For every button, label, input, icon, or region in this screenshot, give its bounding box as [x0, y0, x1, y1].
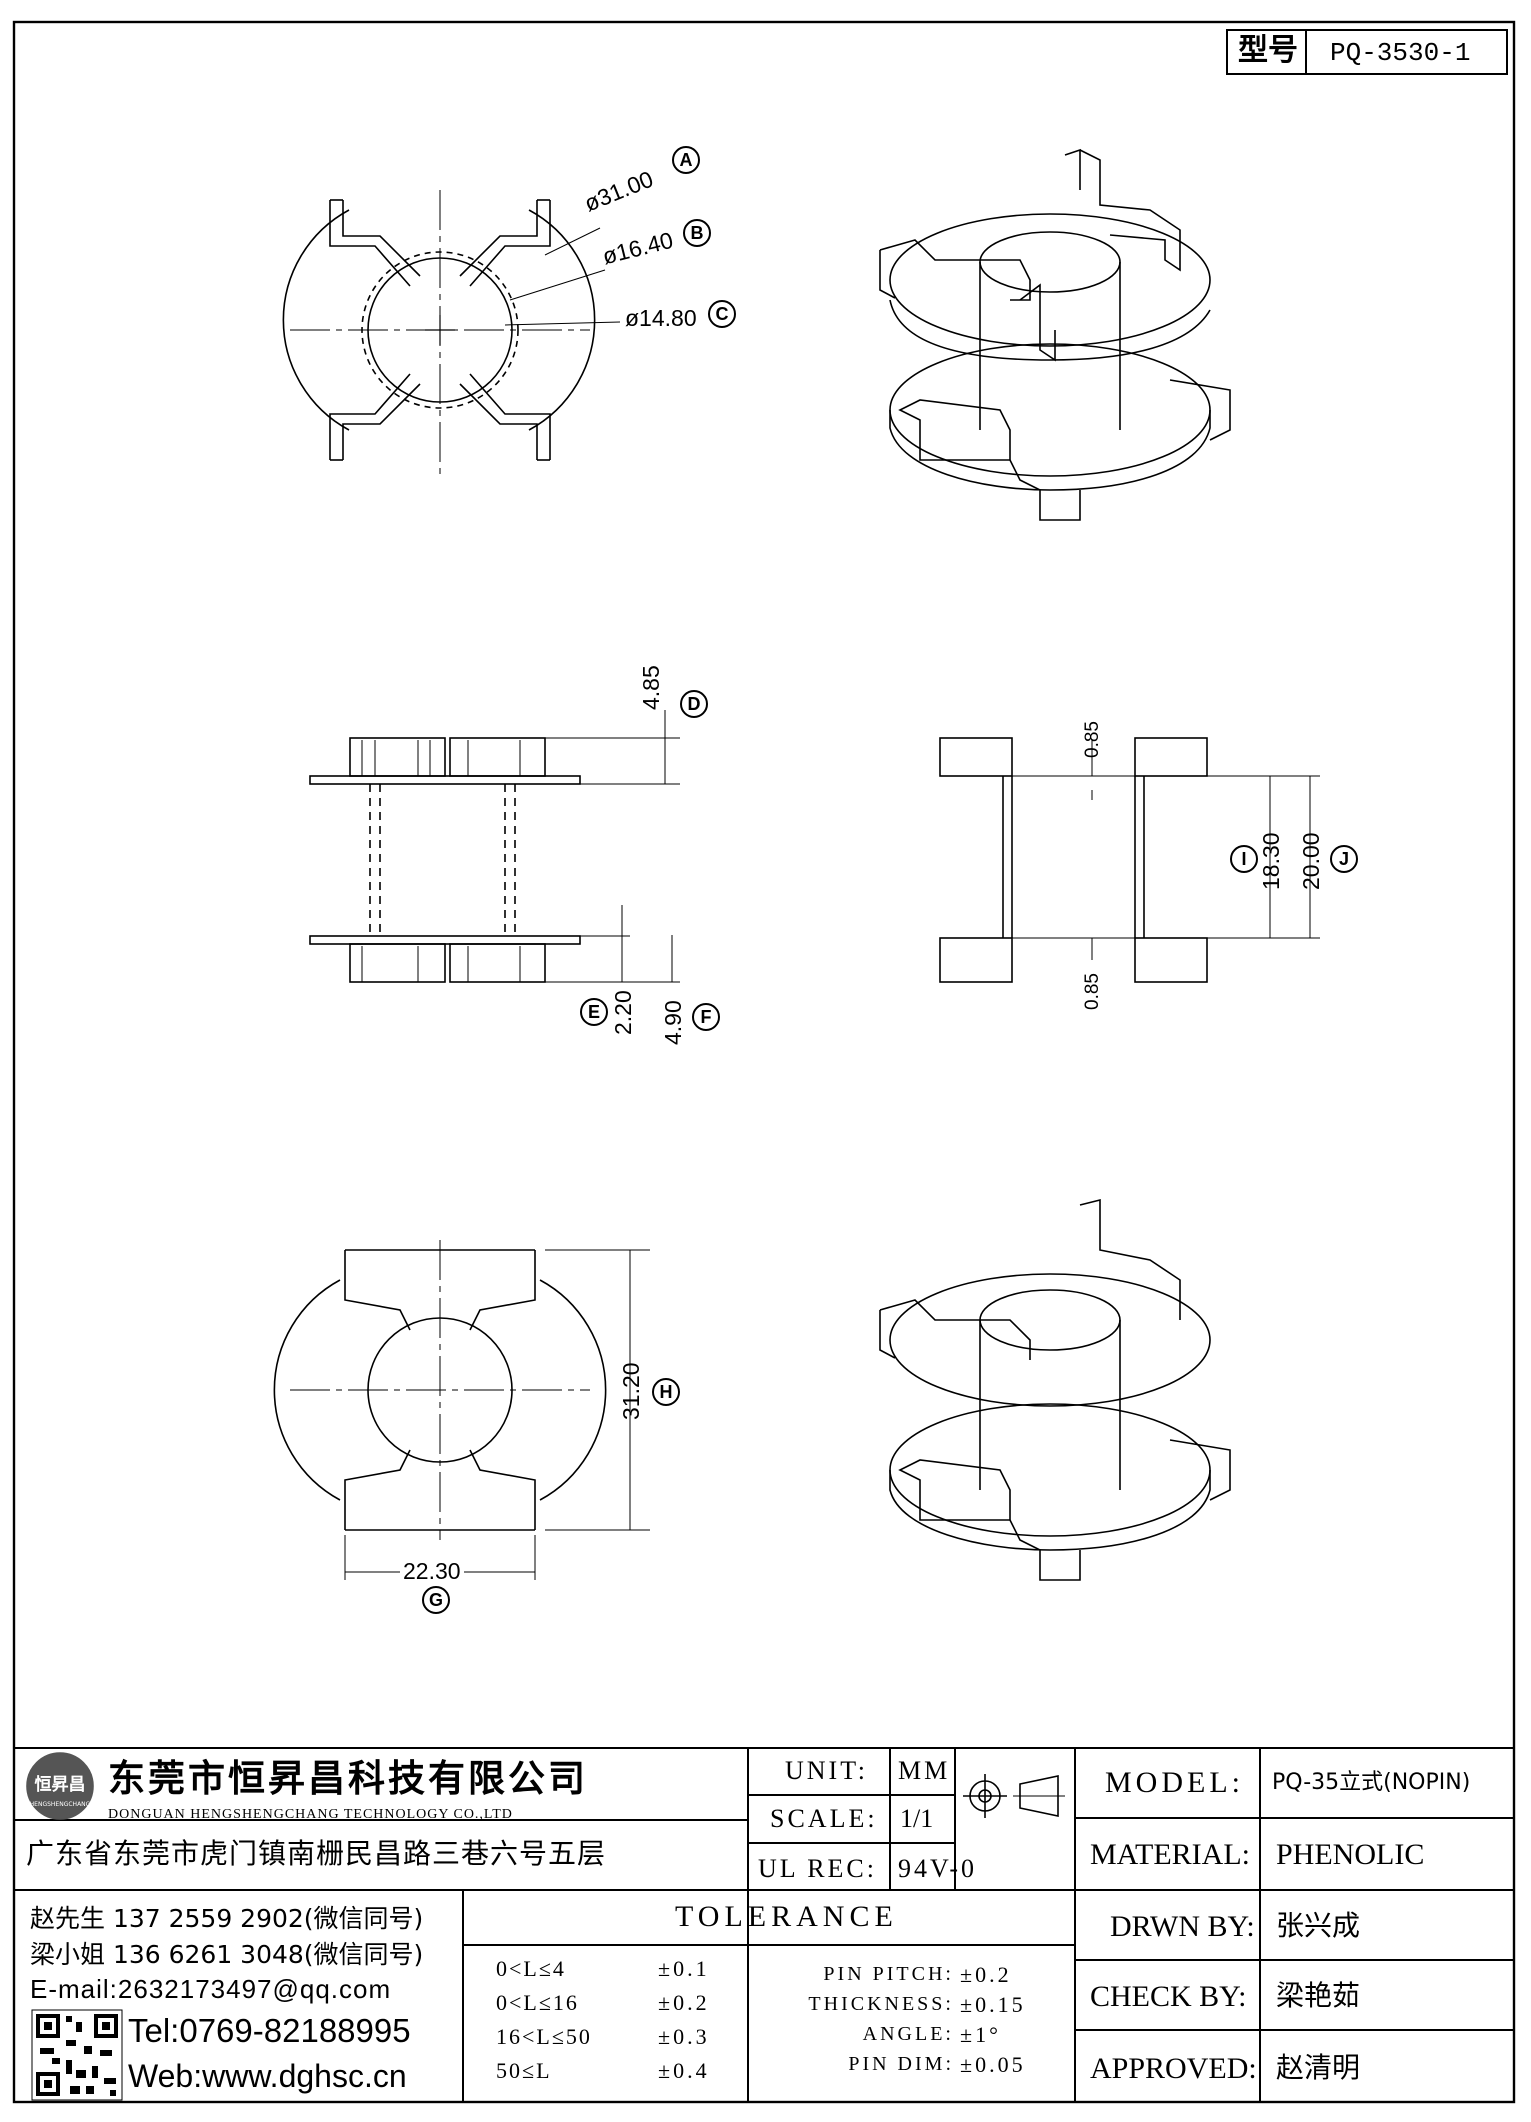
- pitch-label: PIN PITCH:: [823, 1963, 954, 1985]
- outer-frame: [12, 20, 1516, 2104]
- ul-label: UL REC:: [758, 1854, 877, 1883]
- model-no-box: [1226, 29, 1508, 75]
- dim-085-bottom: 0.85: [1082, 973, 1103, 1010]
- tolerance-value: ±0.4: [658, 2058, 710, 2083]
- material-label: MATERIAL:: [1090, 1838, 1250, 1871]
- dim-b-tag: B: [683, 219, 711, 247]
- dim-f-tag: F: [692, 1003, 720, 1031]
- front-view: [309, 710, 680, 983]
- approved-value: 赵清明: [1276, 2051, 1361, 2084]
- dim-i-tag: I: [1230, 845, 1258, 873]
- company-name-cn: 东莞市恒昇昌科技有限公司: [108, 1757, 588, 1800]
- svg-text:HENGSHENGCHANG: HENGSHENGCHANG: [30, 1801, 91, 1808]
- dim-e-tag: E: [580, 998, 608, 1026]
- dim-c-tag: C: [708, 300, 736, 328]
- company-logo: 恒昇昌 HENGSHENGCHANG: [26, 1752, 94, 1820]
- dim-d-value: 4.85: [638, 665, 664, 710]
- tolerance-title: TOLERANCE: [675, 1900, 898, 1933]
- tolerance-value: ±0.3: [658, 2024, 710, 2049]
- check-value: 梁艳茹: [1276, 1979, 1361, 2012]
- tolerance-range: 50≤L: [496, 2058, 552, 2083]
- contact-email: E-mail:2632173497@qq.com: [30, 1974, 392, 2004]
- dim-a-tag: A: [672, 146, 700, 174]
- pitch-label: ANGLE:: [862, 2023, 954, 2045]
- side-view: [939, 737, 1320, 983]
- qr-code-icon: [31, 2009, 123, 2101]
- contact-tel: Tel:0769-82188995: [128, 2012, 411, 2049]
- pitch-value: ±0.05: [960, 2052, 1026, 2077]
- company-address: 广东省东莞市虎门镇南栅民昌路三巷六号五层: [26, 1837, 607, 1870]
- ul-value: 94V-0: [898, 1854, 978, 1883]
- isometric-view-1: [879, 148, 1231, 521]
- pitch-value: ±0.15: [960, 1992, 1026, 2017]
- pitch-value: ±1°: [960, 2022, 1001, 2047]
- dim-j-value: 20.00: [1298, 832, 1324, 890]
- pitch-label: PIN DIM:: [848, 2053, 954, 2075]
- pitch-label: THICKNESS:: [808, 1993, 954, 2015]
- dim-e-value: 2.20: [610, 990, 636, 1035]
- model-value: PQ-35立式(NOPIN): [1272, 1770, 1471, 1795]
- svg-text:恒昇昌: 恒昇昌: [35, 1774, 86, 1795]
- dim-h-value: 31.20: [618, 1362, 644, 1420]
- drawn-label: DRWN BY:: [1110, 1910, 1255, 1943]
- unit-value: MM: [898, 1756, 951, 1785]
- dim-085-top: 0.85: [1082, 721, 1103, 758]
- top-view: [282, 190, 621, 480]
- check-label: CHECK BY:: [1090, 1980, 1247, 2013]
- contact-1: 赵先生 137 2559 2902(微信同号): [30, 1904, 424, 1933]
- pitch-value: ±0.2: [960, 1962, 1012, 1987]
- contact-web: Web:www.dghsc.cn: [128, 2058, 407, 2094]
- company-name-en: DONGUAN HENGSHENGCHANG TECHNOLOGY CO.,LT…: [108, 1807, 513, 1822]
- dim-g-value: 22.30: [400, 1560, 464, 1583]
- dim-f-value: 4.90: [660, 1000, 686, 1045]
- scale-value: 1/1: [900, 1804, 934, 1833]
- dim-d-tag: D: [680, 690, 708, 718]
- title-block: [14, 1747, 1514, 2102]
- scale-label: SCALE:: [770, 1804, 878, 1833]
- isometric-view-2: [879, 1198, 1231, 1581]
- dim-c-value: ø14.80: [625, 305, 697, 331]
- projection-symbol-icon: [963, 1774, 1065, 1818]
- tolerance-range: 0<L≤16: [496, 1990, 579, 2015]
- tolerance-value: ±0.1: [658, 1956, 710, 1981]
- material-value: PHENOLIC: [1276, 1838, 1425, 1871]
- drawn-value: 张兴成: [1276, 1909, 1361, 1942]
- model-label: MODEL:: [1105, 1766, 1244, 1799]
- tolerance-range: 0<L≤4: [496, 1956, 566, 1981]
- approved-label: APPROVED:: [1090, 2052, 1257, 2085]
- dim-h-tag: H: [652, 1378, 680, 1406]
- tolerance-value: ±0.2: [658, 1990, 710, 2015]
- tolerance-range: 16<L≤50: [496, 2024, 592, 2049]
- contact-2: 梁小姐 136 6261 3048(微信同号): [30, 1940, 424, 1969]
- bottom-view: [273, 1240, 650, 1580]
- dim-g-tag: G: [422, 1586, 450, 1614]
- dim-i-value: 18.30: [1258, 832, 1284, 890]
- model-no-label: 型号: [1238, 33, 1298, 68]
- unit-label: UNIT:: [785, 1756, 869, 1785]
- dim-j-tag: J: [1330, 845, 1358, 873]
- model-no-value: PQ-3530-1: [1330, 38, 1471, 68]
